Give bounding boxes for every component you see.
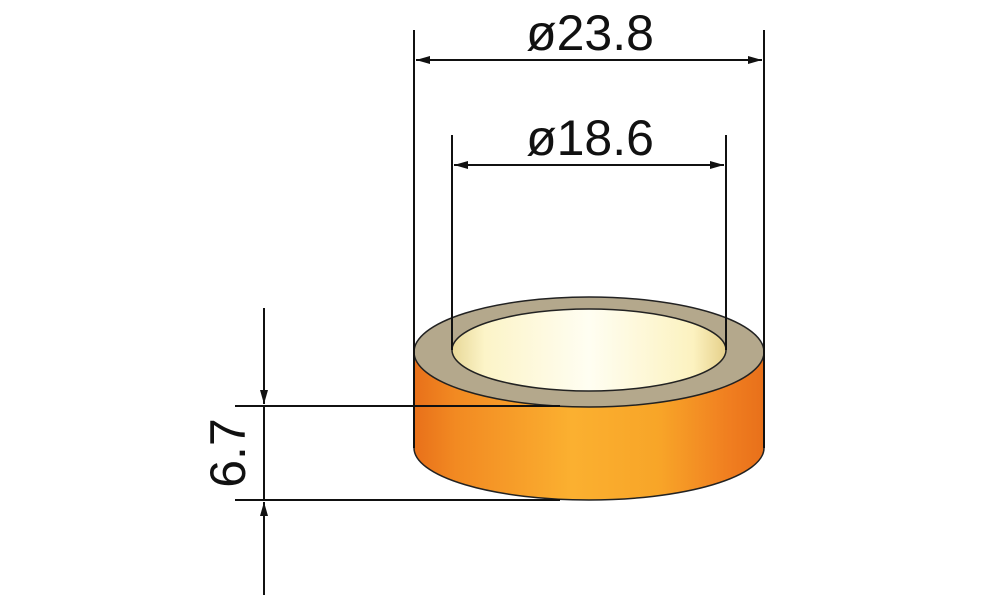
inner-diameter-label: ø18.6 <box>526 110 654 166</box>
height-dimension <box>235 308 560 595</box>
outer-diameter-label: ø23.8 <box>526 5 654 61</box>
inner-diameter-dimension <box>451 135 727 350</box>
ring-part <box>413 296 765 501</box>
ring-inner-bore <box>451 308 727 392</box>
outer-diameter-dimension <box>413 30 765 448</box>
height-label: 6.7 <box>200 418 256 488</box>
